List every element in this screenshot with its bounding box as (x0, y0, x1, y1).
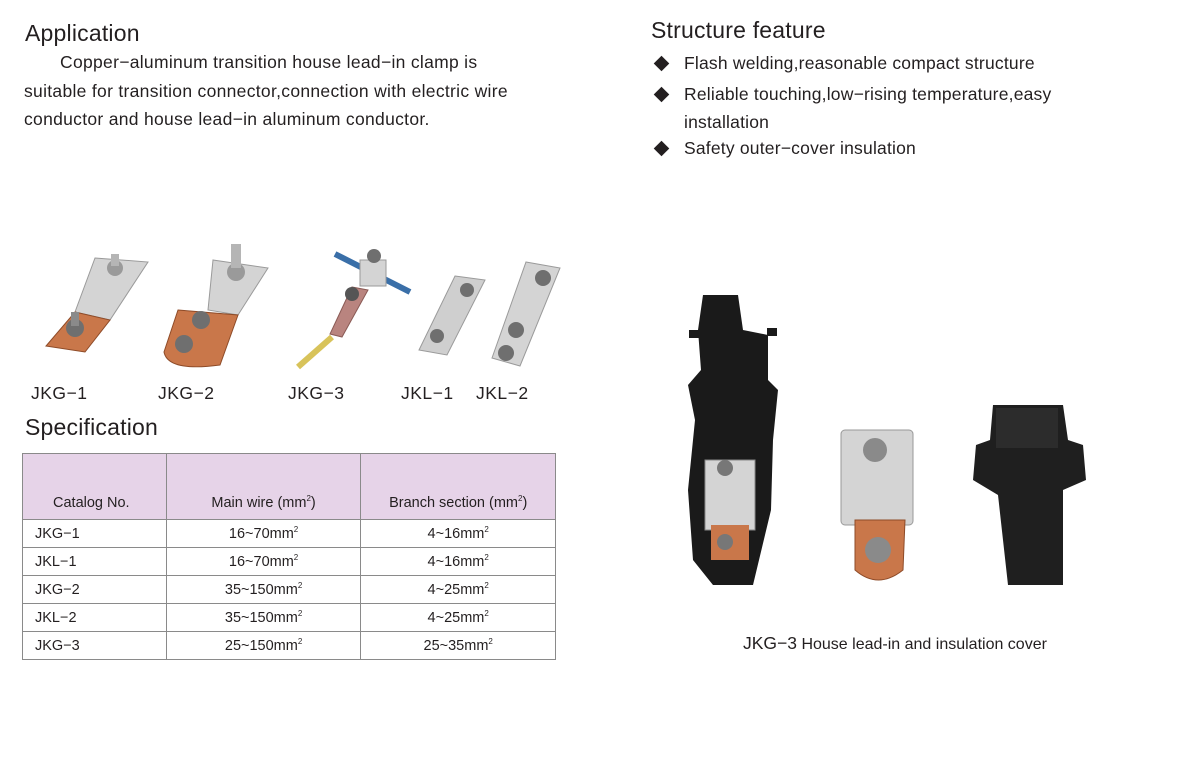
feature-text: Reliable touching,low−rising temperature… (684, 84, 1052, 104)
table-row: JKL−2 35~150mm2 4~25mm2 (22, 603, 556, 632)
product-image-jkg-2 (158, 240, 273, 370)
specification-table: Catalog No. Main wire (mm2) Branch secti… (22, 453, 556, 660)
feature-text-continued: installation (684, 112, 770, 132)
structure-feature-list: Flash welding,reasonable compact structu… (653, 49, 1175, 169)
product-image-jkl-2 (488, 258, 563, 373)
column-header-main-wire: Main wire (mm2) (165, 453, 362, 520)
product-image-jkl-1 (415, 270, 490, 360)
diamond-bullet-icon (653, 55, 670, 72)
structure-title: Structure feature (651, 17, 826, 43)
cell-main-wire: 25~150mm2 (165, 631, 362, 660)
cell-main-wire: 35~150mm2 (165, 603, 362, 632)
column-header-branch-section: Branch section (mm2) (360, 453, 556, 520)
column-header-catalog: Catalog No. (22, 453, 167, 520)
cell-branch-section: 4~16mm2 (360, 519, 556, 548)
cell-main-wire: 16~70mm2 (165, 547, 362, 576)
cell-catalog: JKG−1 (22, 519, 167, 548)
product-label: JKL−2 (476, 383, 529, 403)
cell-branch-section: 25~35mm2 (360, 631, 556, 660)
feature-text: Safety outer−cover insulation (684, 138, 916, 158)
cell-main-wire: 16~70mm2 (165, 519, 362, 548)
cell-catalog: JKG−3 (22, 631, 167, 660)
product-label: JKL−1 (401, 383, 454, 403)
photo-caption: JKG−3 House lead-in and insulation cover (743, 633, 1047, 654)
application-text: Copper−aluminum transition house lead−in… (24, 48, 584, 134)
cell-branch-section: 4~25mm2 (360, 603, 556, 632)
table-row: JKG−2 35~150mm2 4~25mm2 (22, 575, 556, 604)
product-image-jkg-3 (290, 242, 415, 372)
cell-catalog: JKL−1 (22, 547, 167, 576)
table-header-row: Catalog No. Main wire (mm2) Branch secti… (22, 453, 556, 520)
specification-title: Specification (25, 414, 159, 440)
photo-caption-model: JKG−3 (743, 633, 797, 653)
application-text-line-1: Copper−aluminum transition house lead−in… (60, 52, 478, 72)
table-row: JKL−1 16~70mm2 4~16mm2 (22, 547, 556, 576)
application-text-line-3: conductor and house lead−in aluminum con… (24, 109, 430, 129)
product-label: JKG−2 (158, 383, 215, 403)
diamond-bullet-icon (653, 140, 670, 157)
cell-main-wire: 35~150mm2 (165, 575, 362, 604)
diamond-bullet-icon (653, 86, 670, 103)
photo-caption-text: House lead-in and insulation cover (797, 636, 1047, 653)
product-image-jkg-1 (40, 250, 155, 360)
cell-branch-section: 4~25mm2 (360, 575, 556, 604)
cell-branch-section: 4~16mm2 (360, 547, 556, 576)
product-label: JKG−3 (288, 383, 345, 403)
table-row: JKG−3 25~150mm2 25~35mm2 (22, 631, 556, 660)
product-label: JKG−1 (31, 383, 88, 403)
application-title: Application (25, 20, 140, 46)
cell-catalog: JKL−2 (22, 603, 167, 632)
cell-catalog: JKG−2 (22, 575, 167, 604)
insulation-cover-closed-image (968, 400, 1093, 590)
feature-text: Flash welding,reasonable compact structu… (684, 53, 1035, 73)
clamp-jkg-3-image (833, 425, 923, 585)
application-text-line-2: suitable for transition connector,connec… (24, 80, 508, 101)
insulation-cover-open-image (683, 290, 783, 590)
table-row: JKG−1 16~70mm2 4~16mm2 (22, 519, 556, 548)
